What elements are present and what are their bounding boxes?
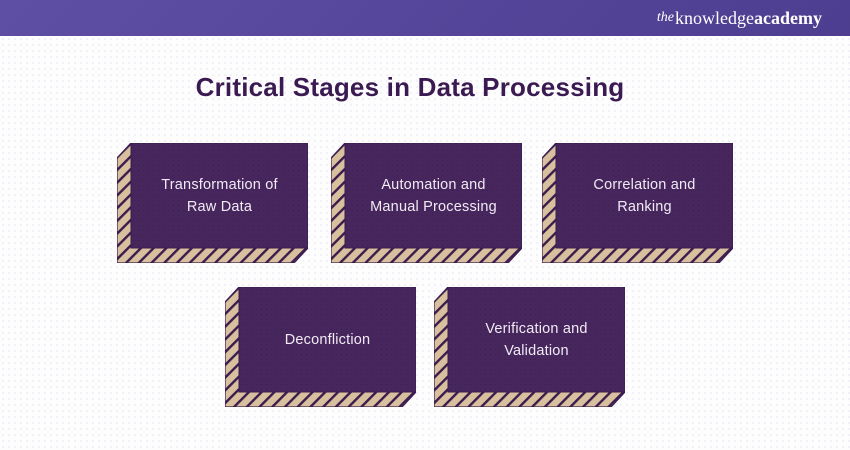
stage-box-3d-shape [117,143,308,263]
stage-label: Transformation of Raw Data [131,143,308,248]
stage-box-3d-shape [542,143,733,263]
stage-box-3d-shape [331,143,522,263]
logo-word-knowledge: knowledge [675,7,755,28]
page-title: Critical Stages in Data Processing [195,72,625,102]
stage-label: Automation and Manual Processing [345,143,522,248]
stage-box: Verification and Validation [434,287,625,407]
stage-box: Transformation of Raw Data [117,143,308,263]
logo-word-academy: academy [754,7,822,28]
logo-word-the: the [656,10,675,25]
stage-label: Verification and Validation [448,287,625,392]
stage-box-3d-shape [225,287,416,407]
stage-box-3d-shape [434,287,625,407]
stage-label: Correlation and Ranking [556,143,733,248]
stage-box: Correlation and Ranking [542,143,733,263]
stage-box: Deconfliction [225,287,416,407]
stage-box: Automation and Manual Processing [331,143,522,263]
stage-label: Deconfliction [239,287,416,392]
